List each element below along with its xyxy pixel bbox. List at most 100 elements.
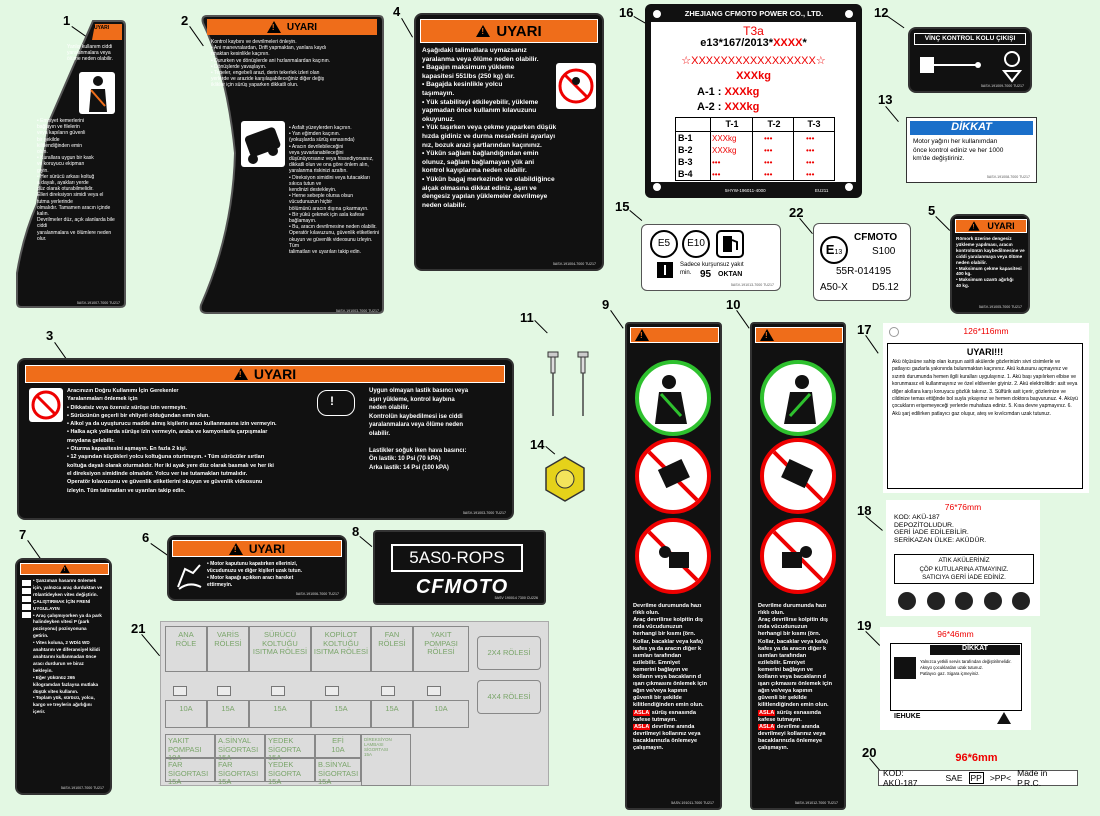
pp-material: >PP< [989,773,1012,783]
row-b1: B-1 [678,133,693,143]
battery-warning-icons [898,592,1030,610]
decal-4-text: Aşağıdaki talimatlara uymazsanız yaralan… [422,47,557,209]
made-in: Made in P.R.C. [1017,768,1048,788]
battery-icon [894,657,916,679]
decal-5: UYARI Römork üzerine dengesiz yükleme ya… [950,214,1030,314]
asla-badge: ASLA [633,709,651,716]
pp-mark: PP [968,772,984,784]
row-b2: B-2 [678,145,693,155]
callout-14: 14 [530,437,545,452]
fuse-a-signal: A.SİNYAL SİGORTASI 15A [215,734,265,762]
vin-plate-code: 5HYW-196011-4000 [725,188,766,193]
decal-9-asla1-text: sürüş esnasında kafese tutmayın. [633,709,696,723]
decal-17-size: 126*116mm [963,326,1009,336]
decal-10-banner [755,327,843,343]
winch-lever-icon [920,51,1023,83]
decal-10-asla1-text: sürüş esnasında kafese tutmayın. [758,709,821,723]
belted-rider-icon [655,375,687,424]
rops-label: 5AS0-ROPS [391,544,523,572]
no-passenger-icon [31,390,61,420]
decal-2-code: 5ASV-191003-7000 TU217 [335,309,379,313]
approval-prefix: e13*167/2013* [700,37,774,49]
warning-triangle-icon [476,25,491,37]
decal-2-pictogram [241,121,285,167]
callout-19: 19 [857,618,872,633]
callout-13: 13 [878,92,893,107]
child-warning-icon [955,592,973,610]
decal-3-banner: UYARI [25,365,505,383]
decal-17: 126*116mm UYARI!!! Akü ölçüsüne sahip ol… [883,323,1089,493]
octane-label: OKTAN [718,271,743,278]
fuse-headlight-2: FAR SİGORTASI 15A [215,758,265,786]
decal-3-left-text: Aracınızın Doğru Kullanımı İçin Gerekenl… [67,388,277,494]
callout-12: 12 [874,5,889,20]
decal-18-size: 76*76mm [944,502,982,512]
callout-6: 6 [142,530,150,545]
hand-crush-icon [177,564,202,590]
gear-indicator-icons [22,580,31,630]
decal-1-body-text: • Emniyet kemerlerini bağlayın ve filele… [37,118,115,242]
decal-13-code: 5ASV-191008-7000 TU217 [986,175,1030,179]
decal-7-code: 5ASV-191007-7000 TU217 [60,786,104,790]
callout-16: 16 [619,5,634,20]
decal-17-text: Akü ölçüsüne sahip olan kurşun asitli ak… [892,359,1078,417]
fuse-slot [381,686,395,696]
decal-9-asla2-text: devrilme anında devrilmeyi kollarınız ve… [633,723,701,751]
no-fire-icon [898,592,916,610]
fuse-spare-2: YEDEK SİGORTA 15A [265,758,315,786]
col-t1: T-1 [725,119,739,129]
vehicle-type: T3a [743,24,764,38]
decal-4-banner-text: UYARI [496,22,542,40]
warning-triangle-icon [968,221,981,231]
decal-6-banner-text: UYARI [248,541,286,556]
rollover-icon [244,127,281,164]
row-b3: B-3 [678,157,693,167]
sae-mark: SAE [945,773,963,783]
relay-main: ANA RÖLE [165,626,207,672]
approval-suffix: XXXX [773,37,803,49]
callout-7: 7 [19,527,27,542]
decal-4: UYARI Aşağıdaki talimatlara uymazsanız y… [414,13,604,271]
unleaded-note: Sadece kurşunsuz yakıt min. [680,262,744,276]
cell-b4-t2: ••• [764,170,773,179]
cell-b1-t1: XXXkg [712,134,737,143]
decal-22: E13 CFMOTO S100 55R-014195 A50-X D5.12 [813,223,911,301]
callout-11: 11 [520,310,534,325]
decal-5-banner: UYARI [955,219,1027,233]
leader-19 [865,631,881,646]
fuse-steering-light: DİREKSİYON LAMBASI SİGORTASI 15A [361,734,411,786]
leader-10 [736,310,750,329]
fuse-headlight-1: FAR SİGORTASI 15A [165,758,215,786]
relay-fuel-pump: YAKIT POMPASI RÖLESİ [413,626,469,672]
decal-12: VİNÇ KONTROL KOLU ÇIKIŞI 5ASV-191009-700… [908,27,1032,93]
decal-3-banner-text: UYARI [253,366,297,382]
callout-5: 5 [928,203,936,218]
cell-b1-t2: ••• [764,134,773,143]
relay-2x4: 2X4 RÖLESİ [477,636,541,670]
no-hands-out-pictogram [760,438,836,514]
leader-4 [401,18,413,38]
fuse-slot [217,686,231,696]
leader-18 [865,516,883,531]
relay-4x4: 4X4 RÖLESİ [477,680,541,714]
decal-19-brand: IEHUKE [894,713,921,720]
decal-2-top-text: Kontrol kaybını ve devrilmeleri önleyin.… [211,39,331,89]
eye-protection-icon [926,592,945,610]
leader-7 [27,540,41,559]
decal-6-code: 5ASV-191006-7000 TU217 [295,592,339,596]
decal-4-banner: UYARI [420,19,598,43]
callout-17: 17 [857,322,872,337]
no-brace-icon [772,530,824,582]
decal-3-right-text: Uygun olmayan lastik basıncı veya aşırı … [369,388,469,471]
fuse-spare-1: YEDEK SİGORTA 15A [265,734,315,762]
decal-3: UYARI Aracınızın Doğru Kullanımı İçin Ge… [17,358,514,520]
decal-19-title: DİKKAT [930,645,1020,655]
leader-14 [545,446,556,455]
callout-9: 9 [602,297,610,312]
e10-fuel-icon: E10 [682,230,710,258]
rivets-icon [547,351,589,416]
decal-4-code: 5ASV-191004-7000 TU217 [552,262,596,266]
decal-10-code: 5ASV-191012-7000 TU217 [794,801,838,805]
e-mark-number: 13 [834,249,843,256]
cell-b2-t3: ••• [806,146,815,155]
